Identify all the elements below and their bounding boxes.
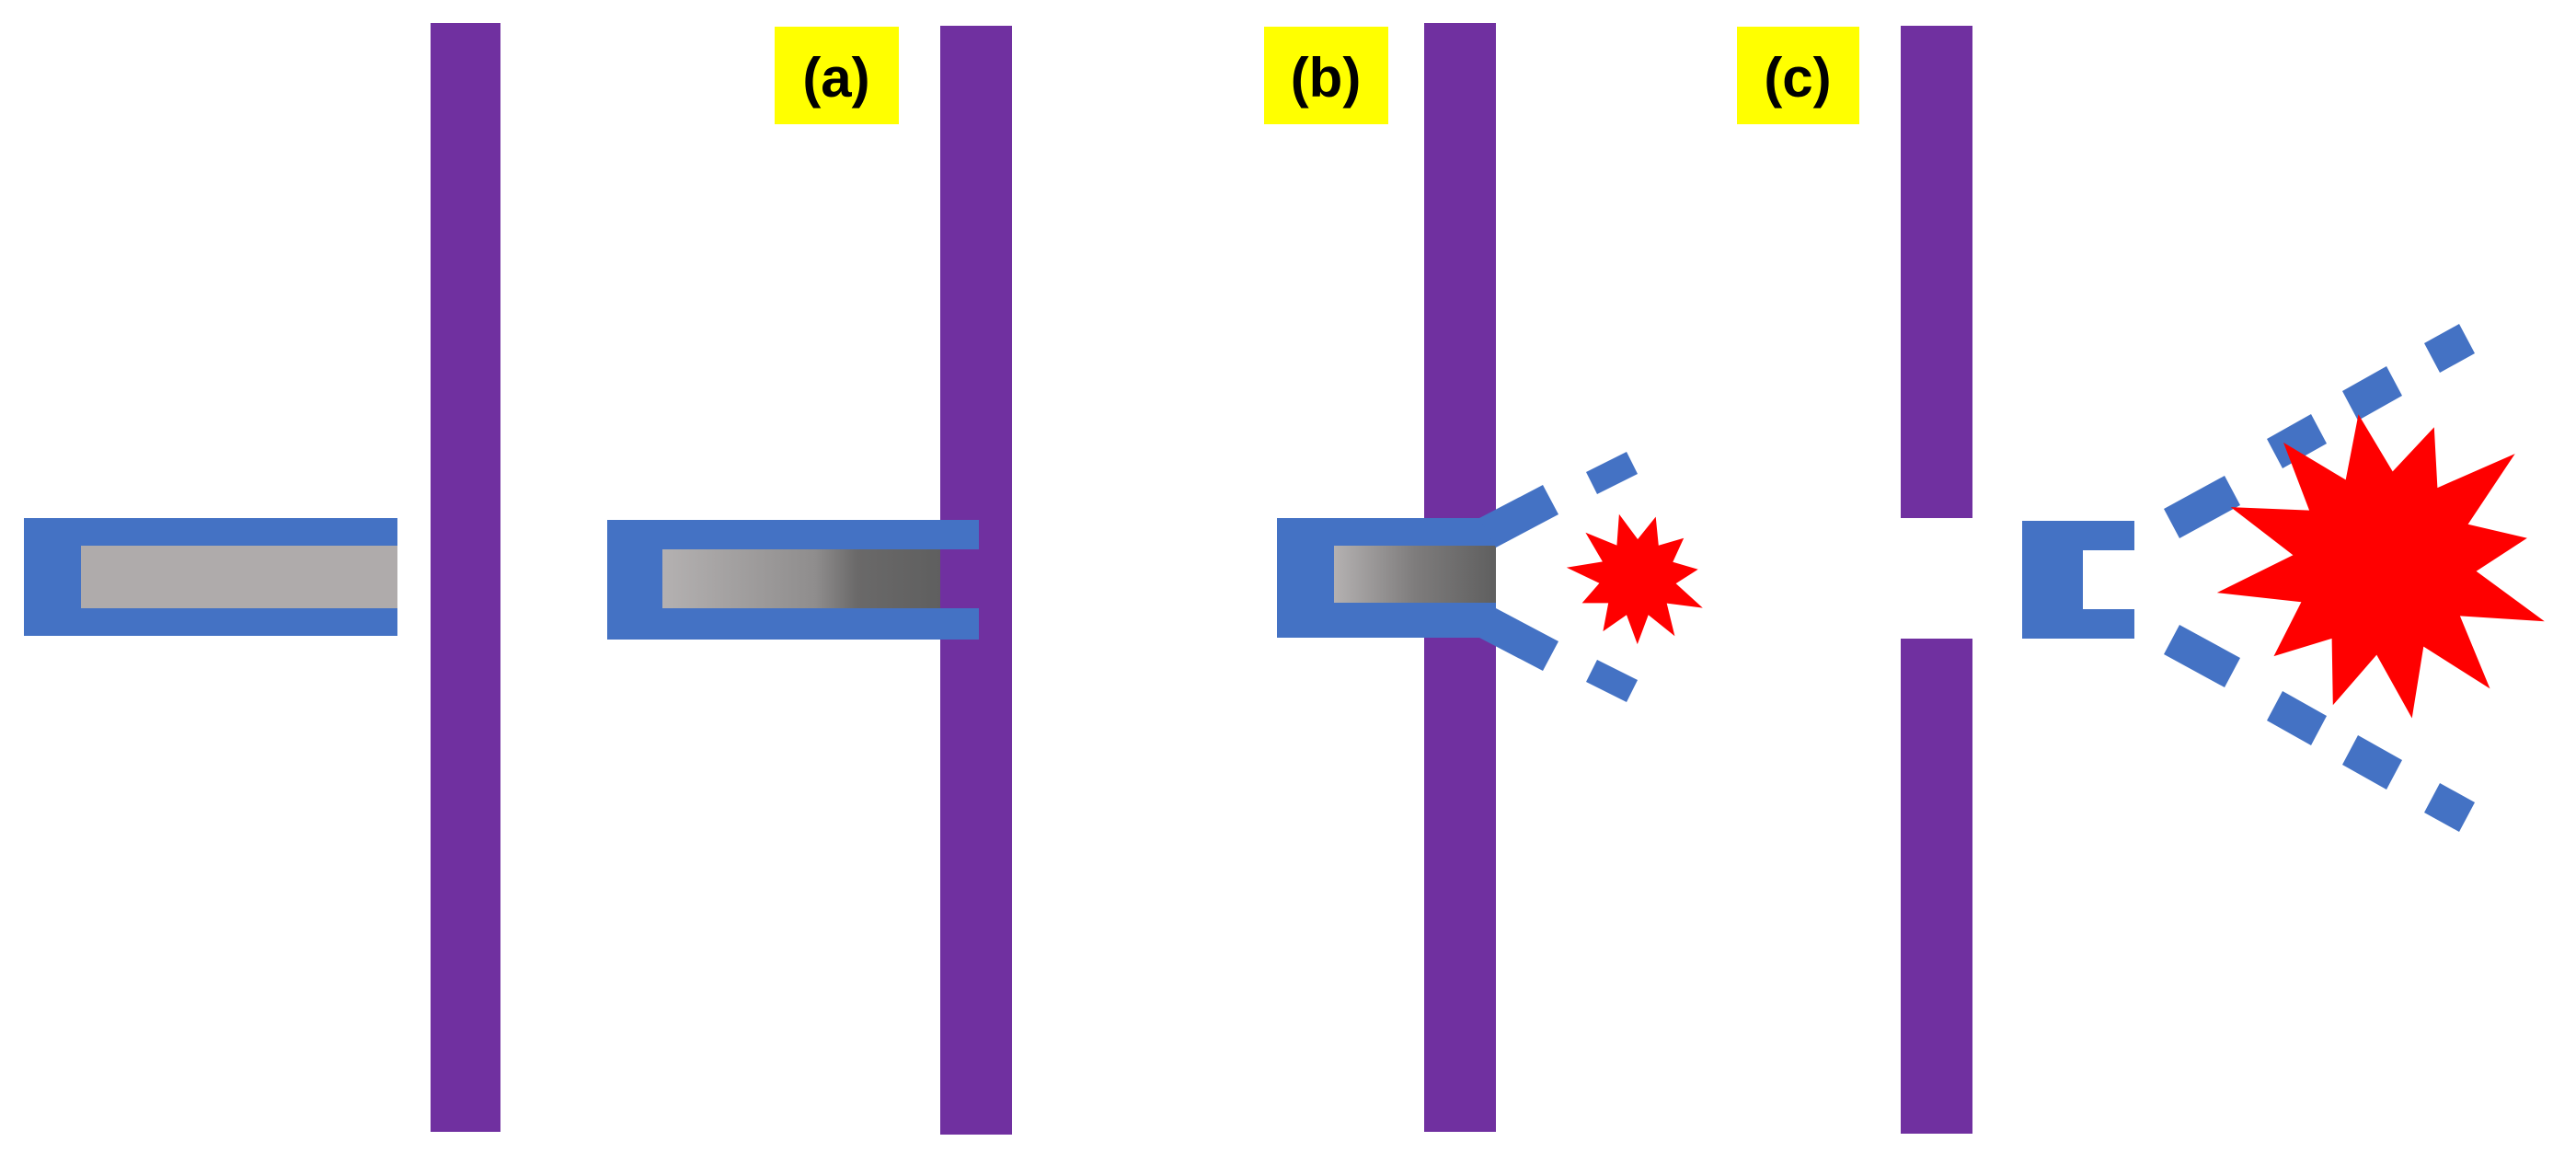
wall: [431, 23, 500, 1132]
fragment: [2164, 625, 2240, 687]
label-background: [1264, 27, 1388, 124]
wall-upper-section: [1901, 26, 1972, 518]
label-background: [1737, 27, 1859, 124]
label-background: [775, 27, 899, 124]
explosion-large: [2216, 414, 2545, 719]
fragment: [2164, 476, 2240, 538]
fragment: [2267, 414, 2327, 468]
projectile-core: [81, 546, 397, 608]
fragments-upper: [2164, 324, 2475, 538]
projectile-casing-top: [607, 520, 979, 549]
fragment: [2424, 783, 2475, 832]
fragments-lower: [2164, 625, 2475, 832]
panel-label-b: (b): [1291, 47, 1362, 109]
debris-upper: [1586, 452, 1638, 494]
panel-label-c: (c): [1764, 47, 1831, 109]
debris-lower: [1586, 660, 1638, 702]
wall: [940, 26, 1012, 1135]
projectile-remnant: [2022, 521, 2134, 639]
fragment: [2267, 691, 2327, 745]
projectile: [24, 518, 397, 636]
wall-lower-section: [1901, 639, 1972, 1134]
panel-b: (b): [1264, 23, 1703, 1132]
projectile: [607, 520, 979, 640]
fragment: [2342, 366, 2402, 421]
panel-initial: [24, 23, 500, 1132]
casing-remnant-top: [2022, 521, 2134, 550]
casing-fragment-upper: [1479, 485, 1558, 548]
panel-a: (a): [607, 26, 1012, 1135]
explosion-small: [1566, 513, 1703, 645]
fragment: [2342, 735, 2402, 790]
projectile-core: [662, 549, 940, 608]
casing-remnant-bottom: [2022, 609, 2134, 639]
panel-label-a: (a): [802, 47, 869, 109]
projectile-casing-bottom: [607, 608, 979, 640]
panel-c: (c): [1737, 26, 2545, 1134]
fragment: [2424, 324, 2475, 373]
projectile-core: [1334, 546, 1496, 603]
projectile: [1277, 452, 1638, 702]
casing-fragment-lower: [1479, 608, 1558, 671]
